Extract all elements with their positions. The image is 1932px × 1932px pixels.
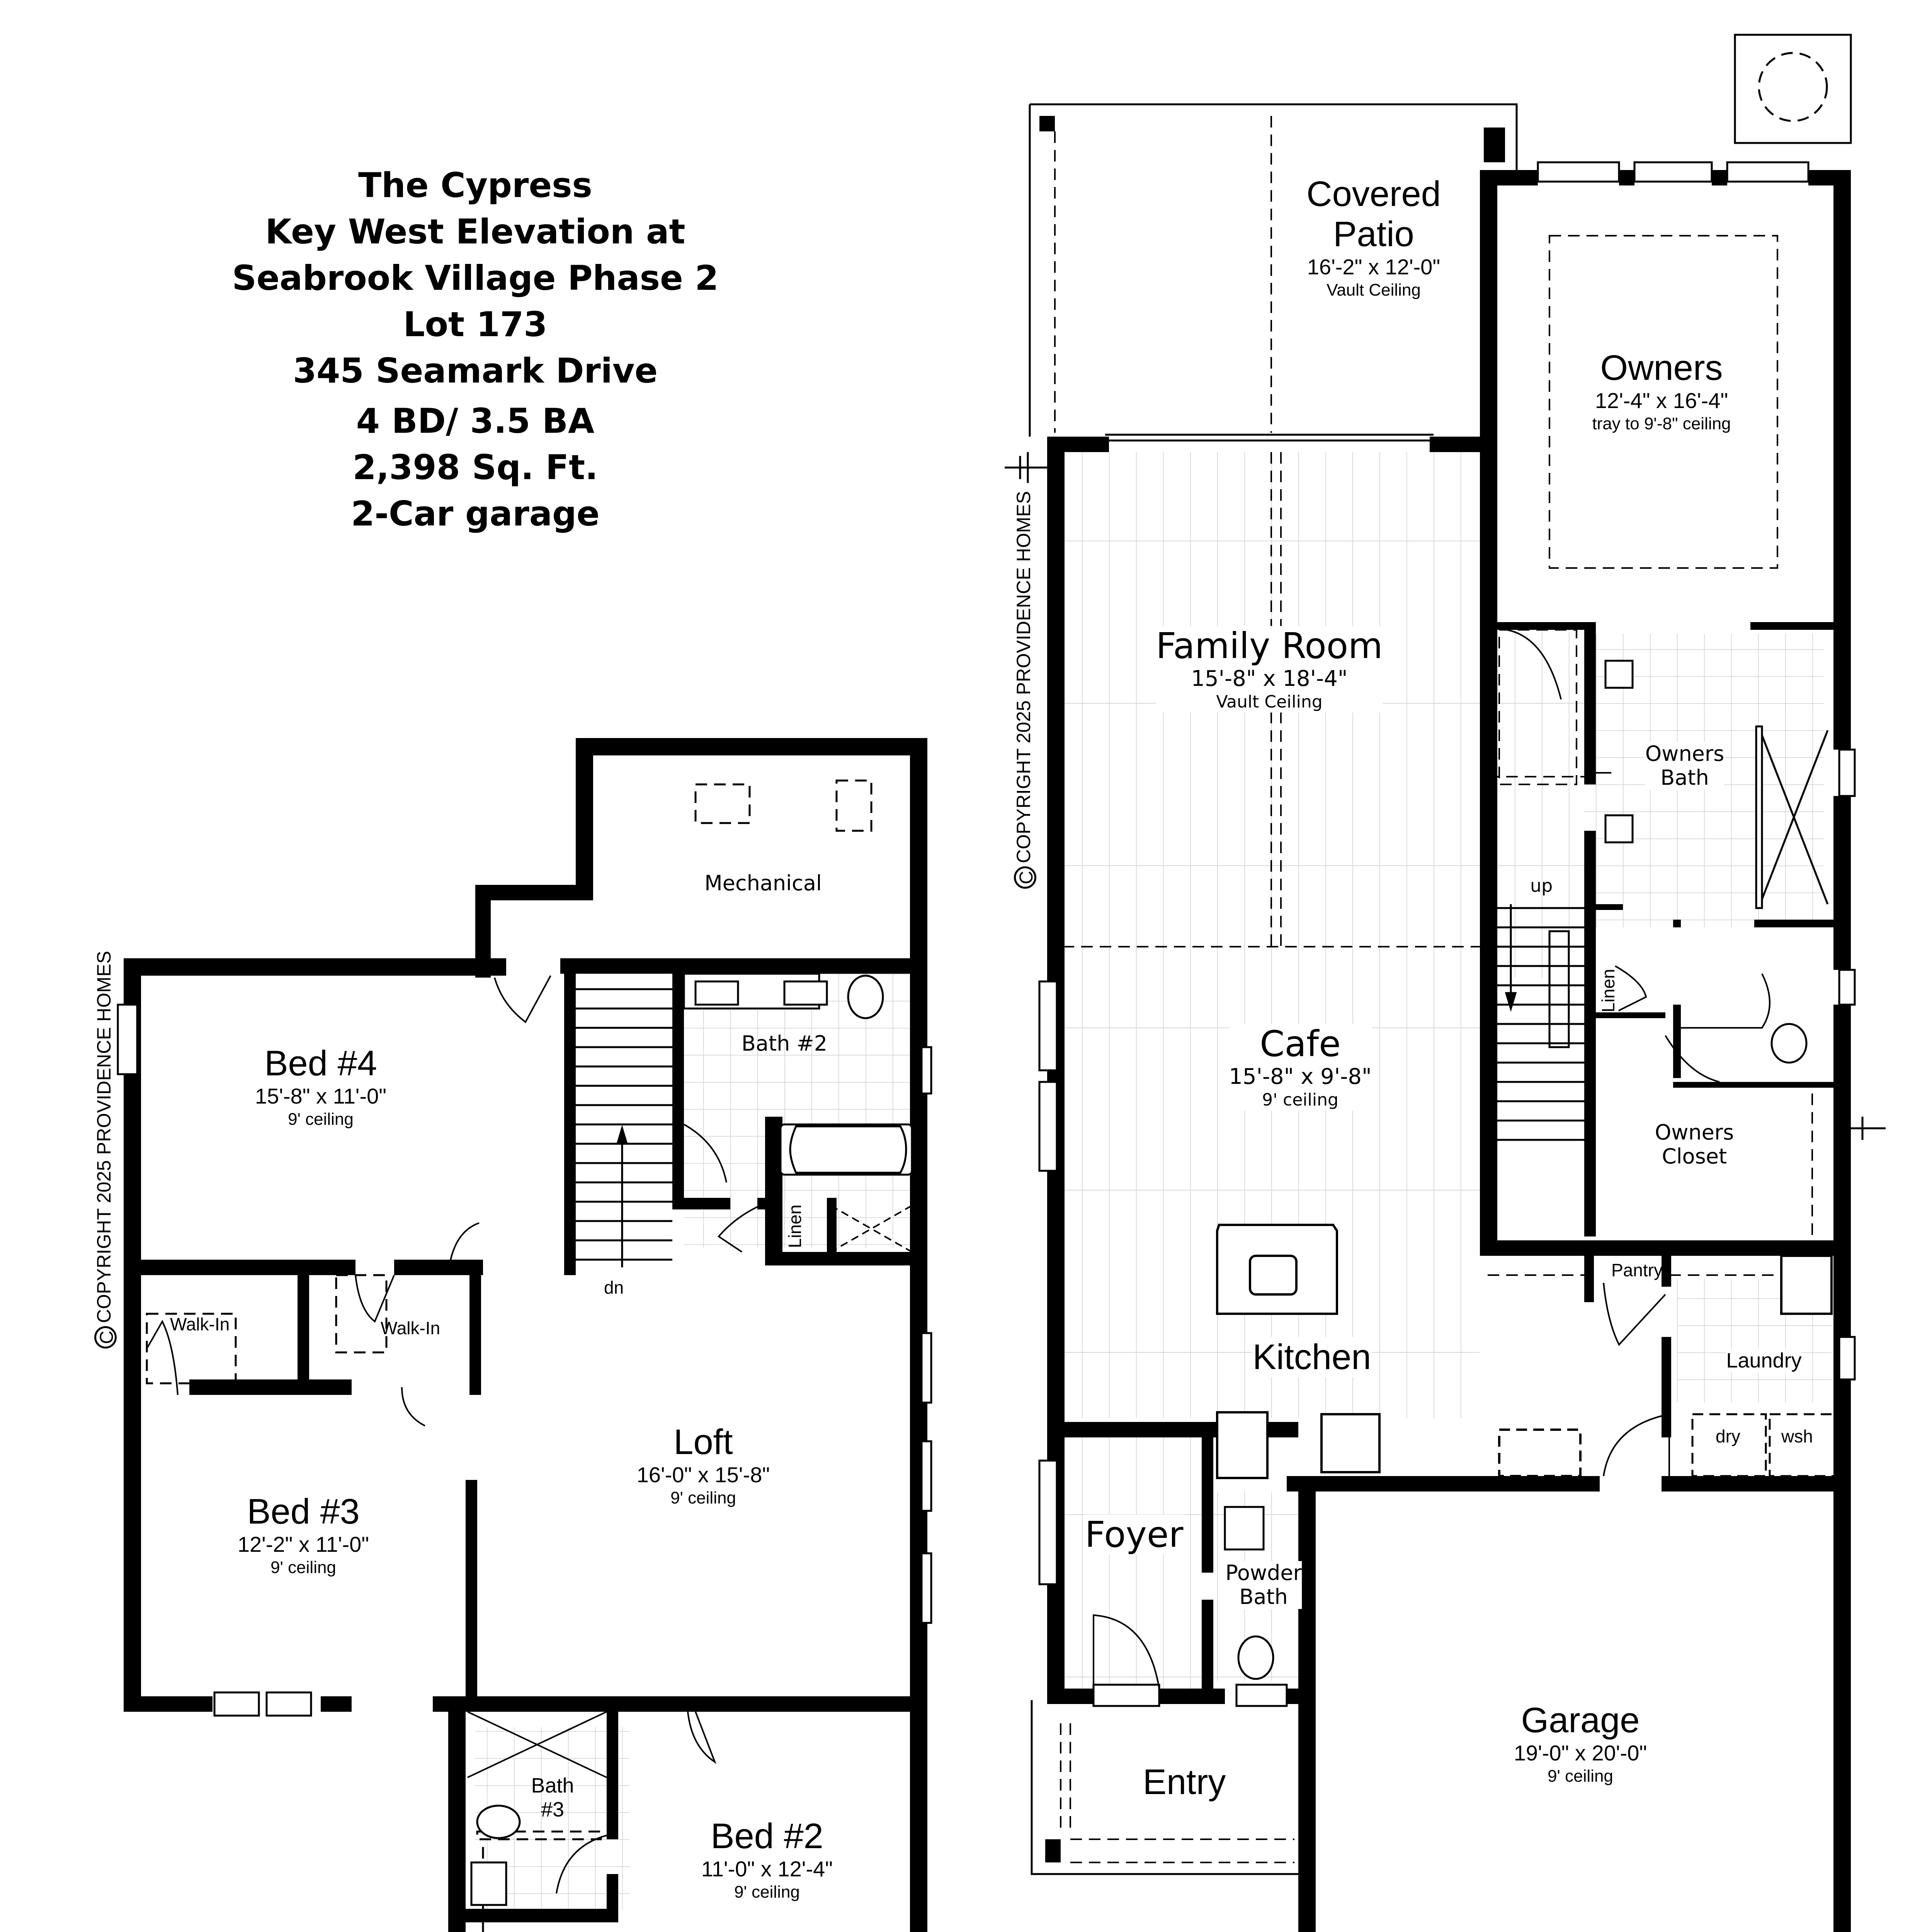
stairs-up-label: up — [1530, 875, 1553, 896]
stairs-down-label: dn — [604, 1277, 624, 1298]
room-family-room: Family Room 15'-8" x 18'-4" Vault Ceilin… — [1156, 625, 1383, 713]
copyright-second-floor: C COPYRIGHT 2025 PROVIDENCE HOMES — [93, 951, 117, 1349]
lot-number: Lot 173 — [403, 304, 548, 344]
room-bath-3: Bath #3 — [531, 1774, 574, 1821]
room-bed-2: Bed #2 11'-0" x 12'-4" 9' ceiling — [701, 1816, 833, 1901]
room-powder-bath: Powder Bath — [1225, 1561, 1302, 1609]
room-walk-in-bed4: Walk-In — [381, 1318, 440, 1338]
community-name: Seabrook Village Phase 2 — [232, 258, 719, 298]
second-floor-plan — [117, 738, 932, 1932]
room-foyer: Foyer — [1085, 1514, 1184, 1555]
square-footage: 2,398 Sq. Ft. — [352, 447, 598, 487]
room-linen-second-floor: Linen — [785, 1204, 805, 1248]
plan-name: The Cypress — [358, 165, 592, 205]
room-owners-closet: Owners Closet — [1655, 1120, 1734, 1168]
copyright-icon: C — [1014, 866, 1037, 889]
first-floor-plan — [1005, 34, 1886, 1932]
room-owners-bath: Owners Bath — [1645, 742, 1725, 790]
room-bed-4: Bed #4 15'-8" x 11'-0" 9' ceiling — [255, 1044, 387, 1129]
room-pantry: Pantry — [1611, 1260, 1663, 1280]
room-cafe: Cafe 15'-8" x 9'-8" 9' ceiling — [1229, 1023, 1372, 1111]
roof-vent-symbol — [1734, 34, 1852, 144]
address: 345 Seamark Drive — [293, 351, 658, 391]
dryer-label: dry — [1716, 1426, 1740, 1446]
room-bath-2: Bath #2 — [741, 1031, 828, 1056]
copyright-text: COPYRIGHT 2025 PROVIDENCE HOMES — [93, 951, 115, 1323]
room-covered-patio: Covered Patio 16'-2" x 12'-0" Vault Ceil… — [1306, 174, 1441, 299]
room-owners: Owners 12'-4" x 16'-4" tray to 9'-8" cei… — [1592, 348, 1731, 433]
room-loft: Loft 16'-0" x 15'-8" 9' ceiling — [636, 1422, 770, 1507]
bed-bath-count: 4 BD/ 3.5 BA — [356, 401, 595, 441]
room-linen-first-floor: Linen — [1598, 969, 1619, 1012]
room-mechanical: Mechanical — [704, 871, 822, 895]
room-walk-in-bed3: Walk-In — [170, 1314, 230, 1334]
room-laundry: Laundry — [1726, 1349, 1802, 1372]
garage-size: 2-Car garage — [351, 494, 600, 534]
copyright-icon: C — [94, 1326, 117, 1349]
washer-label: wsh — [1781, 1426, 1813, 1446]
room-bed-3: Bed #3 12'-2" x 11'-0" 9' ceiling — [237, 1492, 369, 1577]
room-entry: Entry — [1143, 1762, 1226, 1802]
plan-title-block: The Cypress Key West Elevation at Seabro… — [216, 162, 734, 537]
copyright-first-floor: C COPYRIGHT 2025 PROVIDENCE HOMES — [1012, 491, 1037, 889]
room-garage: Garage 19'-0" x 20'-0" 9' ceiling — [1514, 1701, 1647, 1786]
elevation-name: Key West Elevation at — [265, 212, 685, 252]
room-kitchen: Kitchen — [1252, 1337, 1371, 1377]
copyright-text: COPYRIGHT 2025 PROVIDENCE HOMES — [1013, 491, 1034, 863]
